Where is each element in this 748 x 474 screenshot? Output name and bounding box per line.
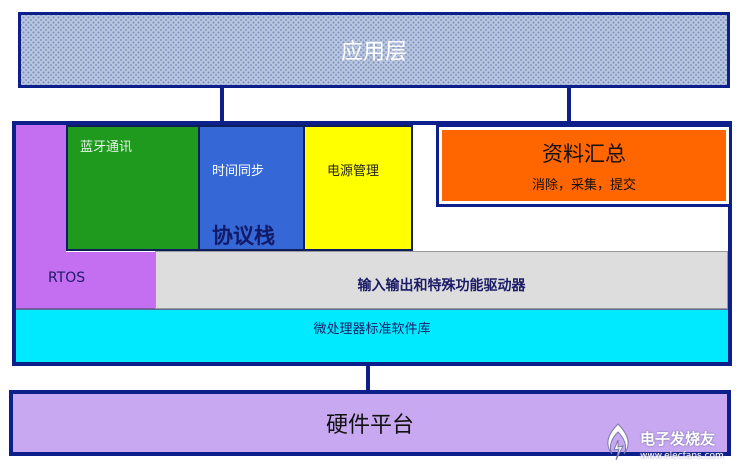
connector-app-to-system — [220, 88, 224, 121]
protocol-stack-label: 协议栈 — [212, 224, 275, 248]
bluetooth-block — [66, 125, 200, 251]
power-management-block — [305, 125, 413, 251]
time-sync-label: 时间同步 — [212, 164, 265, 179]
bluetooth-label: 蓝牙通讯 — [80, 140, 133, 155]
drivers-label: 输入输出和特殊功能驱动器 — [357, 278, 526, 294]
rtos-label: RTOS — [48, 270, 86, 286]
power-management-label: 电源管理 — [327, 164, 380, 179]
mcu-library-label: 微处理器标准软件库 — [313, 322, 431, 337]
rtos-block — [16, 125, 66, 253]
application-layer: 应用层 — [18, 12, 730, 88]
watermark-logo-icon — [607, 423, 629, 461]
drivers-block — [155, 251, 728, 309]
mcu-library-block — [16, 309, 728, 362]
data-summary-title: 资料汇总 — [542, 142, 626, 166]
connector-system-to-hardware — [366, 366, 370, 390]
data-summary-fill — [442, 130, 726, 201]
rtos-block-lower — [16, 252, 156, 309]
data-summary-subtitle: 消除，采集，提交 — [531, 178, 636, 193]
watermark-url: www.elecfans.com — [640, 451, 724, 461]
hardware-platform-label: 硬件平台 — [325, 413, 414, 438]
time-sync-block — [200, 125, 305, 251]
application-layer-label: 应用层 — [340, 40, 407, 65]
watermark-text: 电子发烧友 — [640, 430, 716, 448]
connector-app-to-data — [567, 88, 571, 124]
